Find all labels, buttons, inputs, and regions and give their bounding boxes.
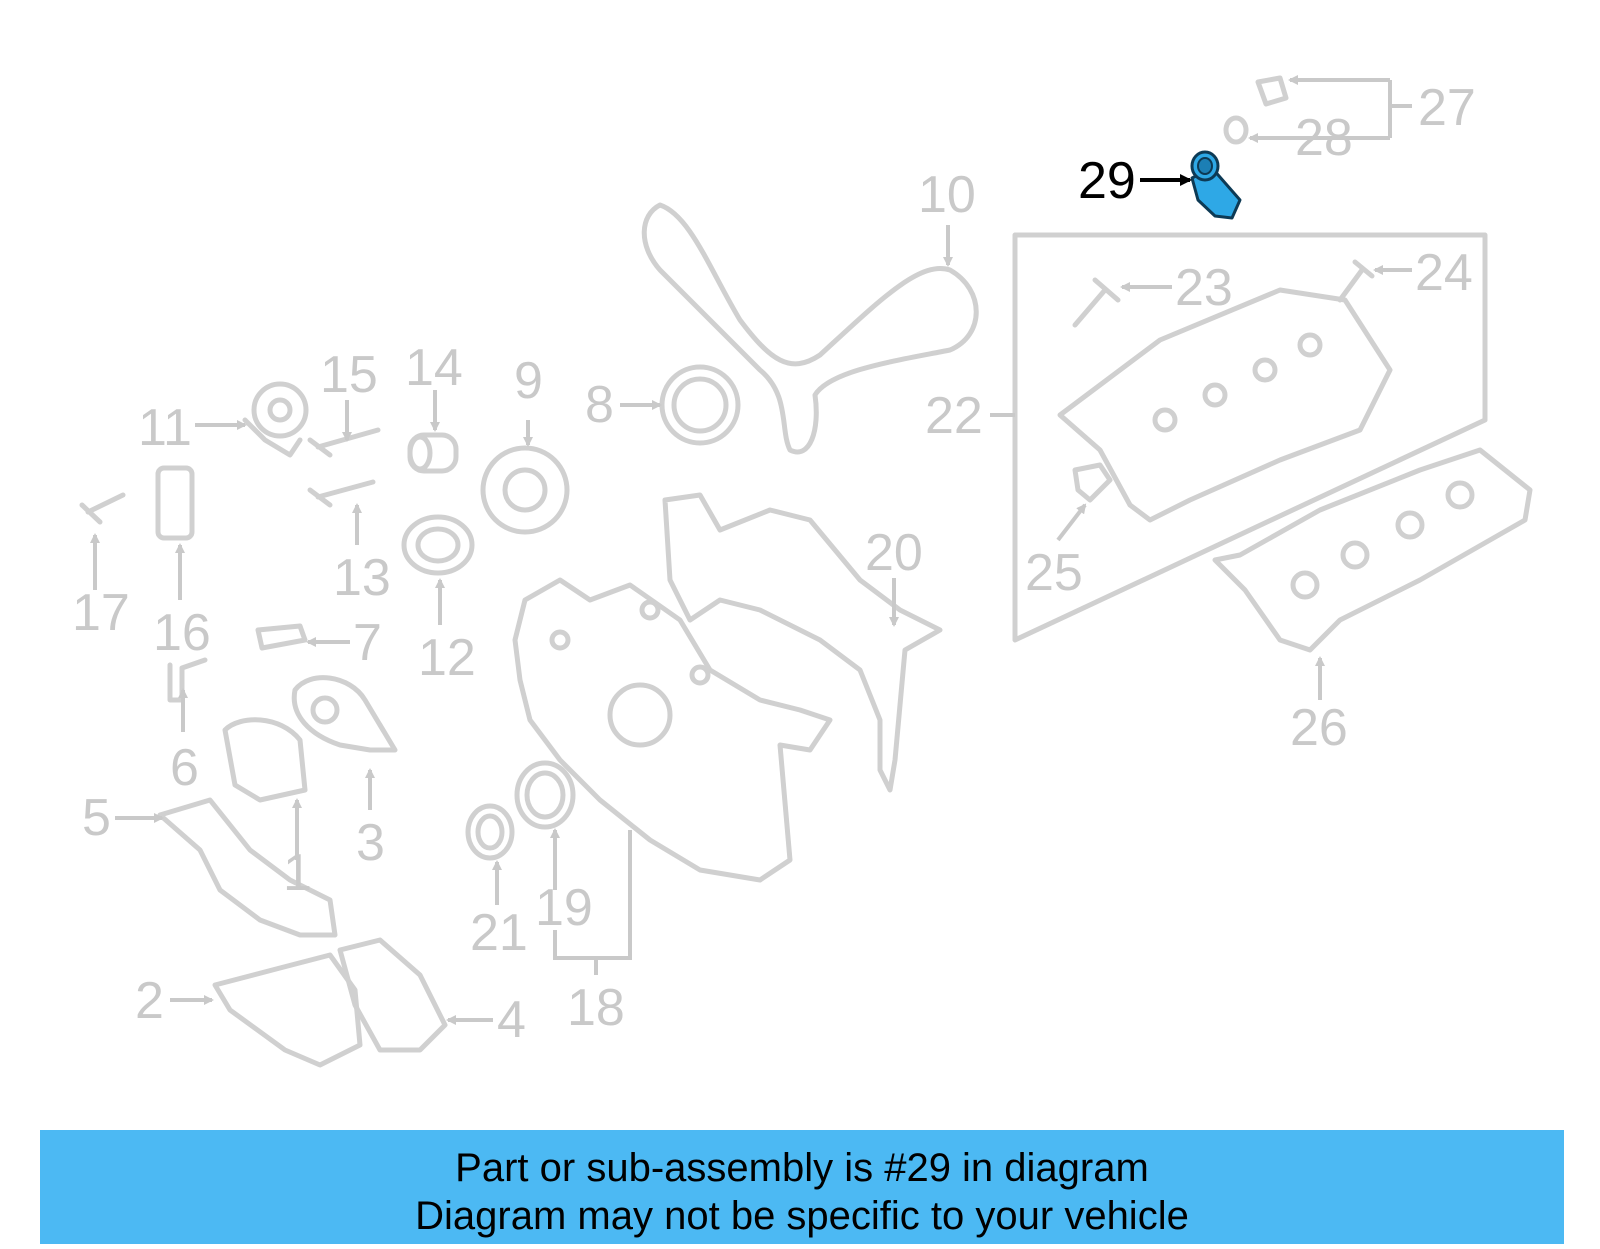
highlighted-part-29[interactable]: [1190, 150, 1242, 220]
bolt-15: [307, 427, 381, 458]
label-2: 2: [135, 972, 164, 1030]
label-11: 11: [138, 399, 192, 457]
oring-28: [1223, 115, 1249, 145]
label-15: 15: [320, 346, 378, 404]
label-9: 9: [514, 352, 543, 410]
cap-27: [1255, 75, 1289, 107]
pulley: [401, 514, 475, 576]
seal-19: [514, 760, 576, 830]
label-6: 6: [170, 739, 199, 797]
label-1: 1: [283, 844, 312, 902]
valve-cover-box: [1012, 232, 1488, 643]
label-24: 24: [1415, 244, 1473, 302]
label-23: 23: [1175, 259, 1233, 317]
tensioner: [242, 381, 309, 458]
bracket-25: [1072, 462, 1113, 503]
label-5: 5: [82, 789, 111, 847]
bolt-17: [79, 492, 126, 525]
valve-cover: [1057, 287, 1393, 523]
seal-21: [465, 803, 515, 861]
label-3: 3: [356, 814, 385, 872]
label-28: 28: [1295, 109, 1353, 167]
label-14: 14: [405, 339, 463, 397]
label-13: 13: [333, 549, 391, 607]
label-19: 19: [535, 879, 593, 937]
cover-5: [157, 797, 338, 938]
front-housing: [512, 577, 833, 883]
label-29: 29: [1078, 152, 1136, 210]
sleeve: [155, 465, 195, 541]
callout-labels: 1 2 3 4 5 6 7 8 9 10 11 12 13 14 15 16 1…: [72, 79, 1476, 1049]
clip-7: [255, 623, 308, 651]
part-outlines: [79, 75, 1533, 1068]
label-8: 8: [585, 376, 614, 434]
bushing: [407, 432, 459, 474]
label-4: 4: [497, 991, 526, 1049]
cover-3: [291, 675, 398, 753]
timing-belt: [641, 202, 979, 455]
cover-1: [222, 717, 308, 803]
label-27: 27: [1418, 79, 1476, 137]
cover-2: [212, 952, 363, 1068]
label-17: 17: [72, 584, 130, 642]
info-banner: Part or sub-assembly is #29 in diagram D…: [40, 1130, 1564, 1244]
bolt-24: [1337, 259, 1375, 303]
crank-sprocket: [480, 445, 570, 535]
bolt-13: [307, 479, 376, 508]
label-25: 25: [1025, 544, 1083, 602]
leader-lines: [90, 75, 1412, 1025]
valve-cover-gasket: [1212, 447, 1533, 653]
cover-4: [337, 937, 448, 1053]
label-7: 7: [353, 614, 382, 672]
label-16: 16: [153, 604, 211, 662]
label-22: 22: [925, 387, 983, 445]
banner-line-1: Part or sub-assembly is #29 in diagram: [455, 1146, 1149, 1190]
label-10: 10: [918, 166, 976, 224]
banner-line-2: Diagram may not be specific to your vehi…: [415, 1194, 1189, 1238]
clip-6: [167, 657, 208, 703]
camshaft-sprocket: [659, 364, 741, 446]
bolt-23: [1072, 277, 1121, 328]
label-26: 26: [1290, 699, 1348, 757]
label-12: 12: [418, 629, 476, 687]
label-21: 21: [470, 904, 528, 962]
front-gasket: [662, 492, 943, 793]
label-20: 20: [865, 524, 923, 582]
label-18: 18: [567, 979, 625, 1037]
